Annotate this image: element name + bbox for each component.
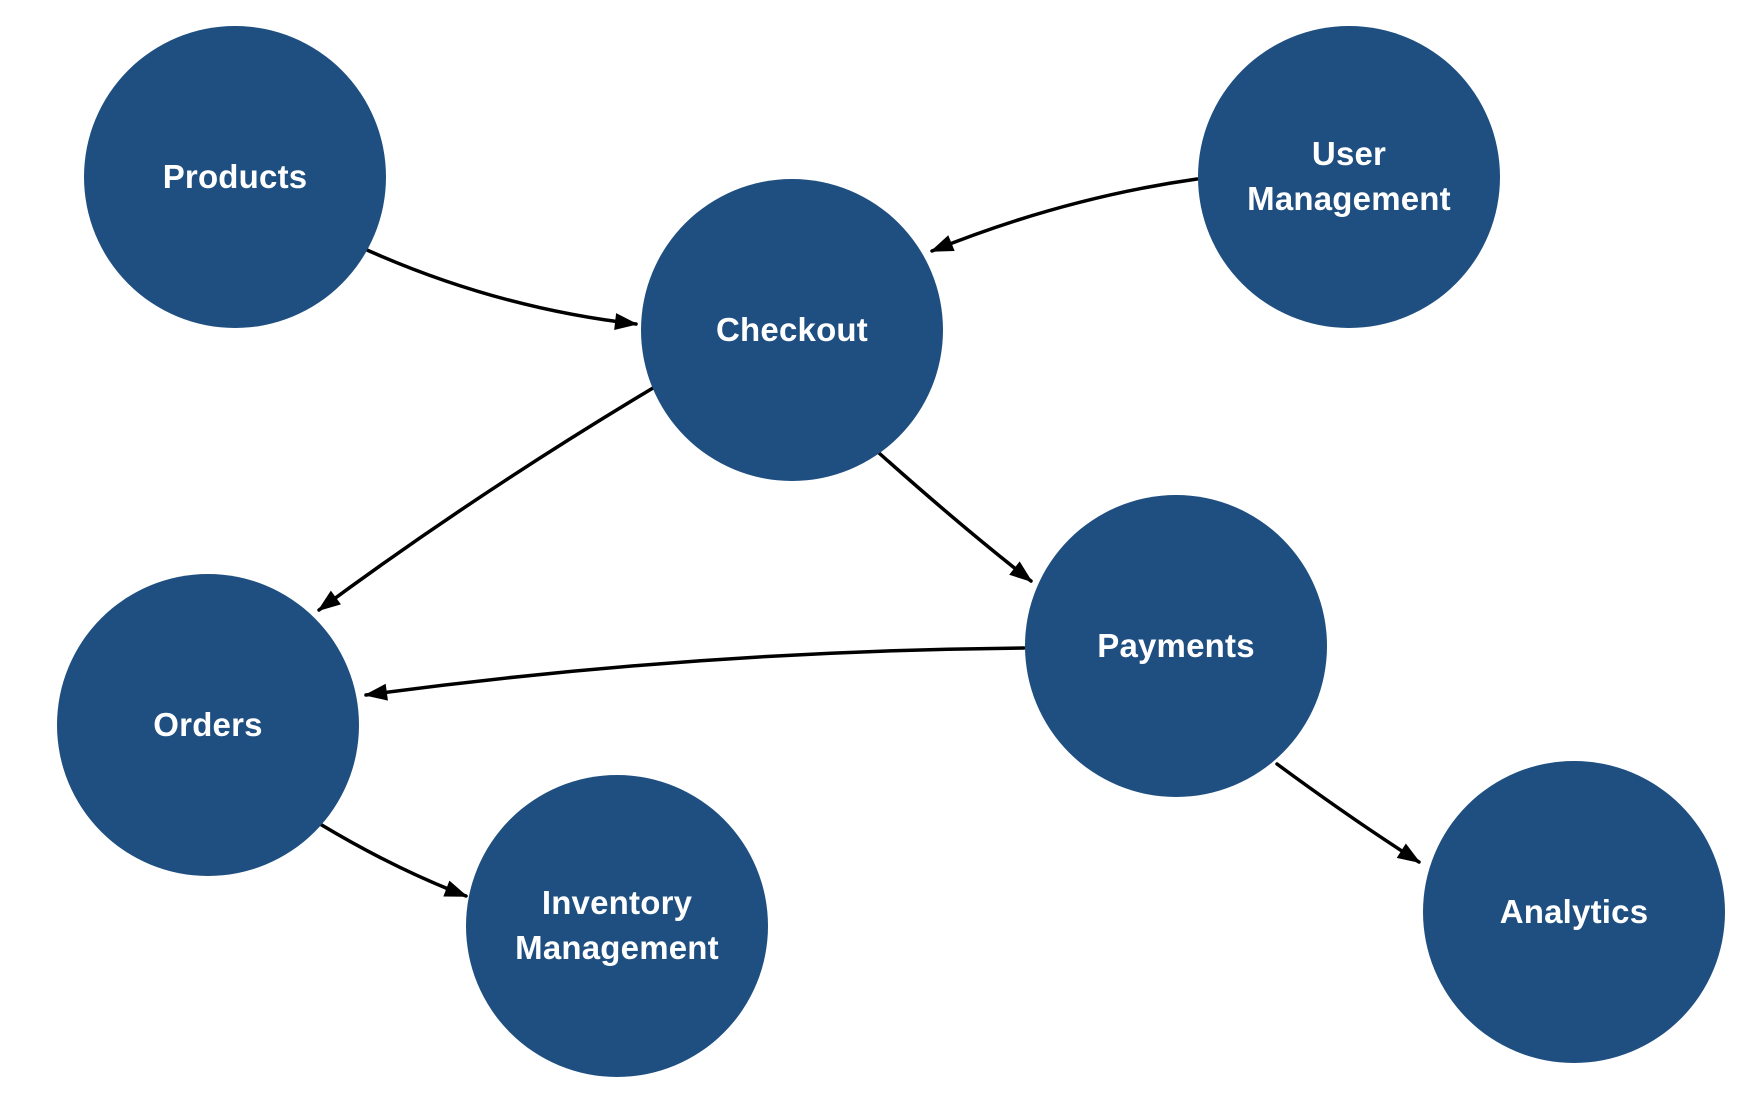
edge-checkout-payments [877,451,1033,583]
edge-payments-orders [364,646,1026,701]
node-label: User Management [1247,135,1451,217]
node-label: Products [162,157,308,195]
node-products[interactable]: Products [84,26,386,328]
node-inventory-management[interactable]: Inventory Management [466,775,768,1077]
node-analytics[interactable]: Analytics [1423,761,1725,1063]
node-label: Checkout [716,310,868,348]
node-orders[interactable]: Orders [57,574,359,876]
edge-checkout-orders [317,386,655,612]
node-label: Inventory Management [515,884,719,966]
node-label: Orders [153,705,263,743]
edge-products-checkout [365,248,638,331]
node-user-management[interactable]: User Management [1198,26,1500,328]
edge-orders-inventory-management [318,822,468,898]
node-label: Analytics [1499,892,1649,930]
edge-user-management-checkout [930,177,1199,253]
edge-payments-analytics [1275,762,1421,864]
node-checkout[interactable]: Checkout [641,179,943,481]
node-payments[interactable]: Payments [1025,495,1327,797]
node-label: Payments [1097,626,1255,664]
